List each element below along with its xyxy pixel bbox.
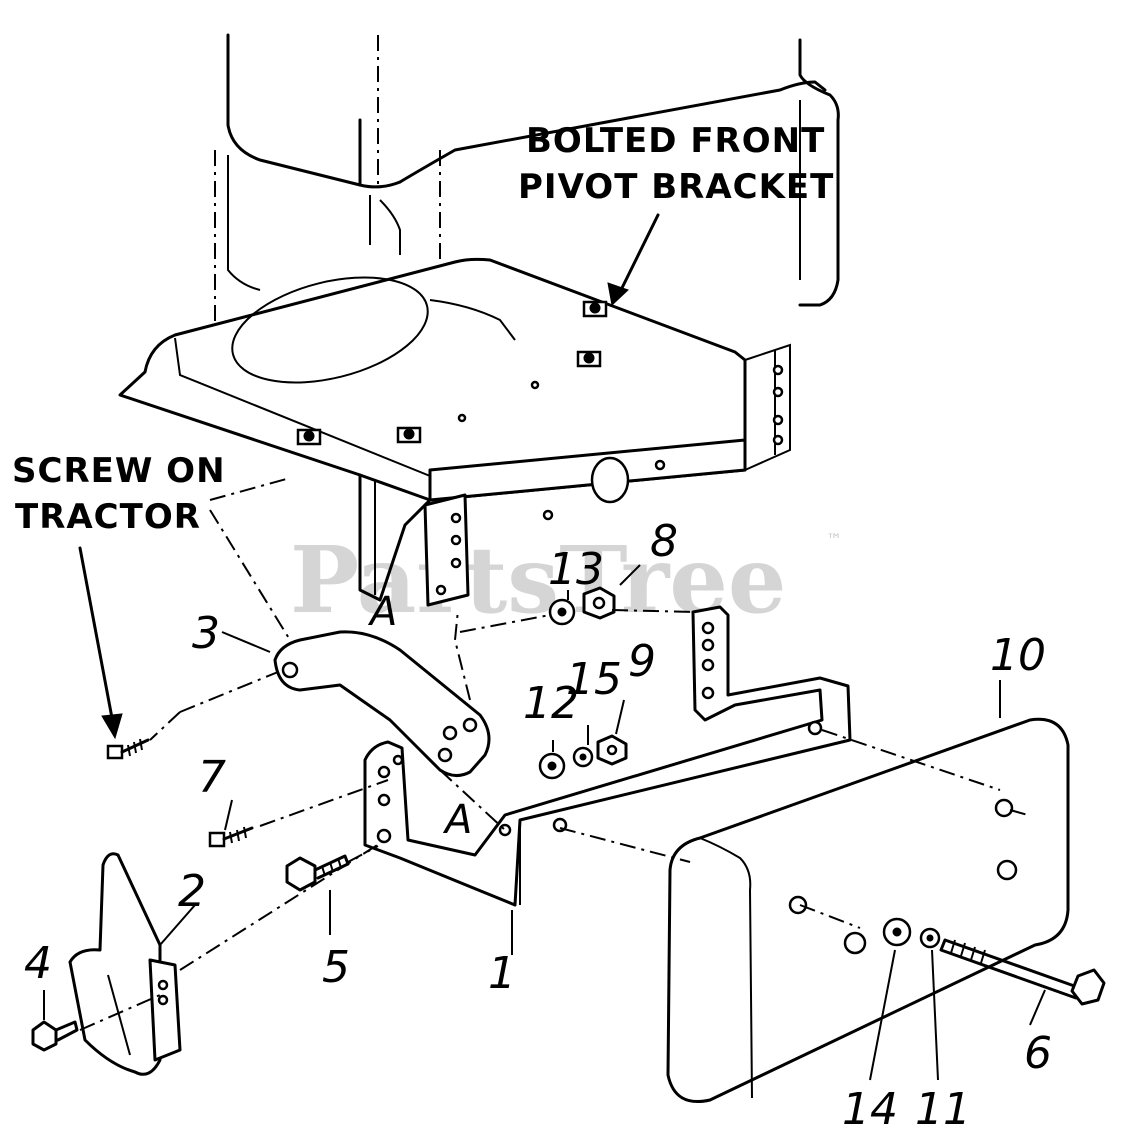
reference-letter-a-upper: A — [367, 589, 397, 635]
part-number-13: 13 — [548, 544, 604, 595]
part-number-5: 5 — [322, 942, 350, 993]
deck-bolt — [296, 300, 608, 446]
part-3-arm-bracket — [273, 630, 491, 777]
part-number-10: 10 — [990, 630, 1046, 681]
part-number-14: 14 — [842, 1084, 898, 1135]
part-number-6: 6 — [1024, 1028, 1052, 1079]
part-number-2: 2 — [178, 866, 206, 917]
part-5-bolt — [285, 854, 350, 892]
screw-on-tractor-label-line1: SCREW ON — [12, 451, 226, 491]
reference-letters: A A — [367, 589, 472, 843]
bolted-bracket-label-line1: BOLTED FRONT — [526, 121, 825, 161]
part-number-1: 1 — [488, 948, 516, 999]
tractor-screw — [106, 738, 150, 760]
part-4-bolt — [31, 1020, 79, 1052]
callout-arrows — [78, 213, 660, 740]
reference-letter-a-lower: A — [442, 797, 472, 843]
assembly-lines — [79, 477, 1029, 1031]
part-number-12: 12 — [523, 678, 579, 729]
part-number-8: 8 — [650, 516, 678, 567]
bolted-bracket-label-line2: PIVOT BRACKET — [518, 167, 834, 207]
part-number-labels: 1 2 3 4 5 6 7 8 9 10 11 12 13 14 15 — [24, 516, 1052, 1135]
part-number-15: 15 — [566, 654, 622, 705]
part-2-guard — [68, 852, 182, 1076]
callout-labels: BOLTED FRONT PIVOT BRACKET SCREW ON TRAC… — [12, 121, 834, 537]
part-number-4: 4 — [24, 938, 52, 989]
part-1-main-bracket — [363, 605, 852, 907]
part-7-screw — [208, 826, 254, 848]
tractor-frame — [118, 33, 840, 607]
fasteners — [31, 586, 1106, 1052]
watermark-trademark: ™ — [826, 530, 842, 549]
part-6-long-bolt — [939, 938, 1106, 1006]
part-leaders — [43, 564, 1046, 1081]
part-10-weight — [666, 717, 1070, 1103]
part-number-7: 7 — [198, 752, 226, 803]
screw-on-tractor-label-line2: TRACTOR — [15, 497, 201, 537]
part-number-9: 9 — [628, 636, 656, 687]
part-number-3: 3 — [192, 608, 220, 659]
part-number-11: 11 — [915, 1084, 971, 1135]
